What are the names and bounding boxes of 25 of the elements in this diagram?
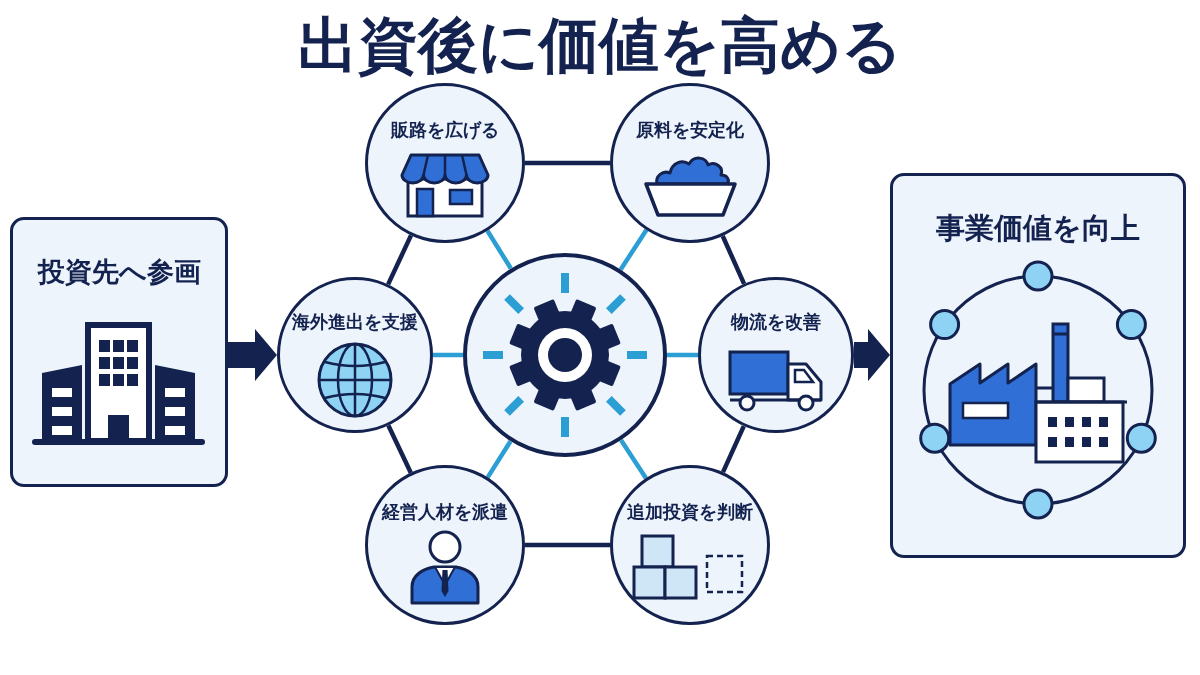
connector-line — [525, 160, 610, 166]
stage-box — [890, 173, 1186, 558]
connector-line — [525, 542, 610, 548]
title: 出資後に価値を高める — [298, 9, 902, 81]
connector-line — [485, 440, 513, 479]
circle-label: 販路を広げる — [391, 119, 499, 141]
connector-line — [433, 352, 463, 358]
box-heading: 投資先へ参画 — [37, 255, 201, 289]
connector-line — [720, 425, 746, 474]
connector-line — [386, 234, 414, 286]
connector-line — [720, 235, 747, 285]
stage-box — [10, 217, 228, 487]
circle-label: 原料を安定化 — [636, 119, 744, 141]
arrow — [228, 329, 277, 381]
arrow — [854, 329, 890, 381]
connector-line — [485, 229, 513, 270]
connector-line — [386, 424, 413, 474]
connector-line — [619, 438, 648, 480]
connector-line — [667, 352, 698, 358]
connector-line — [618, 228, 649, 271]
circle-label: 経営人材を派遣 — [382, 501, 508, 523]
box-heading: 事業価値を向上 — [936, 210, 1140, 246]
circle-label: 追加投資を判断 — [627, 501, 753, 523]
circle-label: 物流を改善 — [731, 311, 821, 333]
circle-label: 海外進出を支援 — [292, 311, 418, 333]
